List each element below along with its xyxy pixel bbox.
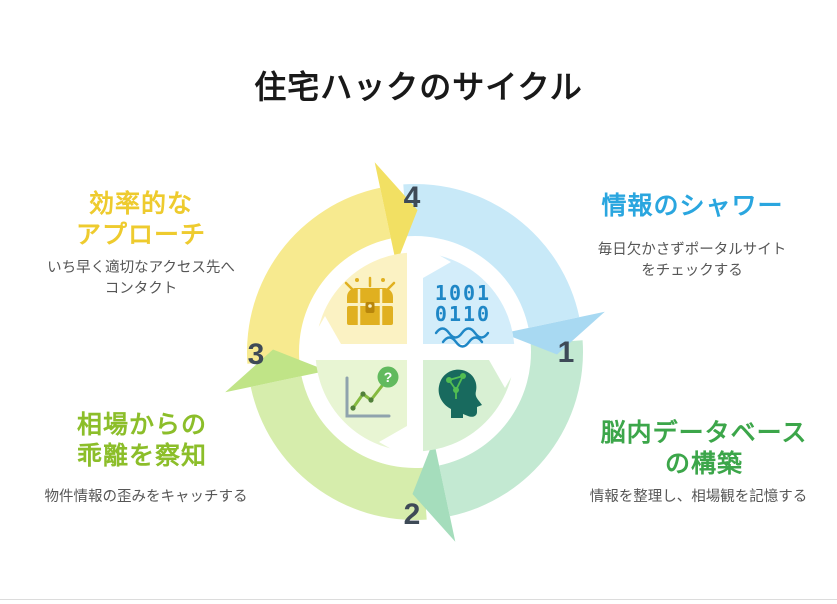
cycle-arrowhead-step2: [412, 440, 456, 542]
step-3-description: 物件情報の歪みをキャッチする: [44, 489, 248, 505]
cycle-arc-step1: [403, 183, 580, 328]
cycle-arc-step2: [439, 340, 584, 517]
step-number-3: 3: [247, 338, 265, 371]
chart-question-icon: ?: [345, 366, 399, 418]
cycle-arc-step4: [246, 187, 391, 364]
page-title: 住宅ハックのサイクル: [254, 69, 583, 105]
step-1-description: 毎日欠かさずポータルサイト をチェックする: [597, 242, 787, 279]
cycle-arrowhead-step1: [503, 311, 605, 355]
step-1-heading: 情報のシャワー: [601, 192, 784, 220]
step-4-description: いち早く適切なアクセス先へ コンタクト: [47, 260, 235, 297]
center-rotation-arrow-top: [423, 246, 451, 278]
treasure-chest-icon: [344, 276, 396, 325]
cycle-arrowhead-step4: [374, 162, 418, 264]
step-number-1: 1: [557, 336, 575, 369]
binary-data-icon: 1001 0110: [434, 281, 491, 348]
center-rotation-arrow-bottom: [379, 426, 407, 458]
center-rotation-arrow-left: [309, 316, 341, 344]
step-number-4: 4: [403, 181, 421, 214]
cycle-arc-step3: [250, 376, 427, 521]
step-3-heading: 相場からの 乖離を察知: [76, 411, 207, 471]
cycle-arrowhead-step3: [225, 349, 327, 393]
step-number-2: 2: [403, 498, 421, 531]
center-divider-horizontal: [309, 344, 521, 360]
head-network-icon: [438, 369, 482, 418]
bottom-divider: [0, 599, 837, 600]
step-4-heading: 効率的な アプローチ: [75, 190, 206, 250]
binary-line-2: 0110: [435, 302, 491, 326]
question-mark: ?: [384, 369, 393, 385]
step-2-heading: 脳内データベース の構築: [600, 419, 808, 479]
center-rotation-arrow-right: [489, 360, 521, 388]
step-2-description: 情報を整理し、相場観を記憶する: [589, 489, 808, 505]
binary-line-1: 1001: [435, 281, 491, 305]
cycle-diagram: 1001 0110 ?: [225, 162, 605, 542]
